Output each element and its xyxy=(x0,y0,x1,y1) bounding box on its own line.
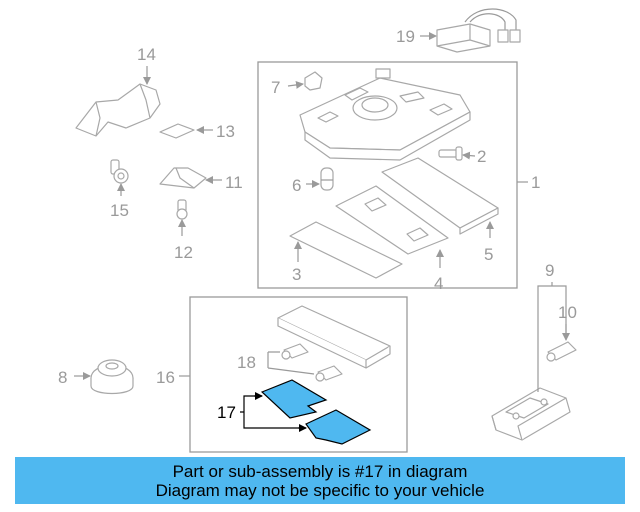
part-9-lamp xyxy=(491,387,571,441)
leader-18 xyxy=(267,351,315,375)
callout-17: 17 xyxy=(217,403,236,422)
part-4-lens xyxy=(335,185,449,255)
part-8-socket xyxy=(90,359,134,395)
leader-9 xyxy=(537,282,567,392)
assembly-box-16 xyxy=(189,296,408,453)
console-housing xyxy=(299,68,471,161)
callout-5: 5 xyxy=(484,245,493,264)
part-17-pads xyxy=(260,379,372,445)
info-banner: Part or sub-assembly is #17 in diagram D… xyxy=(15,457,625,504)
callout-14: 14 xyxy=(137,45,156,64)
callout-2: 2 xyxy=(477,147,486,166)
part-14-bracket xyxy=(75,83,161,137)
part-11-clip xyxy=(159,167,207,189)
callout-10: 10 xyxy=(558,303,577,322)
callout-7: 7 xyxy=(271,78,280,97)
assembly-box-1 xyxy=(257,61,518,289)
part-19-harness xyxy=(436,8,521,53)
callout-8: 8 xyxy=(58,368,67,387)
part-10-bulb xyxy=(546,341,577,362)
callout-18: 18 xyxy=(237,353,256,372)
lens-assembly xyxy=(277,305,391,369)
callout-1: 1 xyxy=(531,173,540,192)
callout-3: 3 xyxy=(292,265,301,284)
part-7-clip xyxy=(304,71,323,91)
banner-line-1: Part or sub-assembly is #17 in diagram xyxy=(172,461,468,481)
callout-4: 4 xyxy=(434,274,443,293)
part-13-pad xyxy=(159,123,195,139)
callout-15: 15 xyxy=(110,201,129,220)
callout-12: 12 xyxy=(174,243,193,262)
part-18-bulbs xyxy=(281,343,343,382)
callout-6: 6 xyxy=(292,176,301,195)
callout-9: 9 xyxy=(545,261,554,280)
part-17-pad-lower xyxy=(305,409,372,445)
leader-7 xyxy=(287,80,304,89)
part-12-screw xyxy=(176,199,188,220)
part-17-pad-upper xyxy=(260,379,328,419)
banner-line-2: Diagram may not be specific to your vehi… xyxy=(155,480,485,500)
part-15-screw xyxy=(110,159,129,184)
leader-17 xyxy=(240,395,306,429)
part-2-screw xyxy=(438,146,463,161)
part-5-panel xyxy=(381,157,499,235)
callout-19: 19 xyxy=(396,27,415,46)
part-6-bulb xyxy=(320,167,334,191)
callout-16: 16 xyxy=(156,368,175,387)
leader-2 xyxy=(462,151,476,160)
callout-13: 13 xyxy=(216,122,235,141)
callout-11: 11 xyxy=(225,173,243,192)
part-3-pad xyxy=(289,221,403,279)
